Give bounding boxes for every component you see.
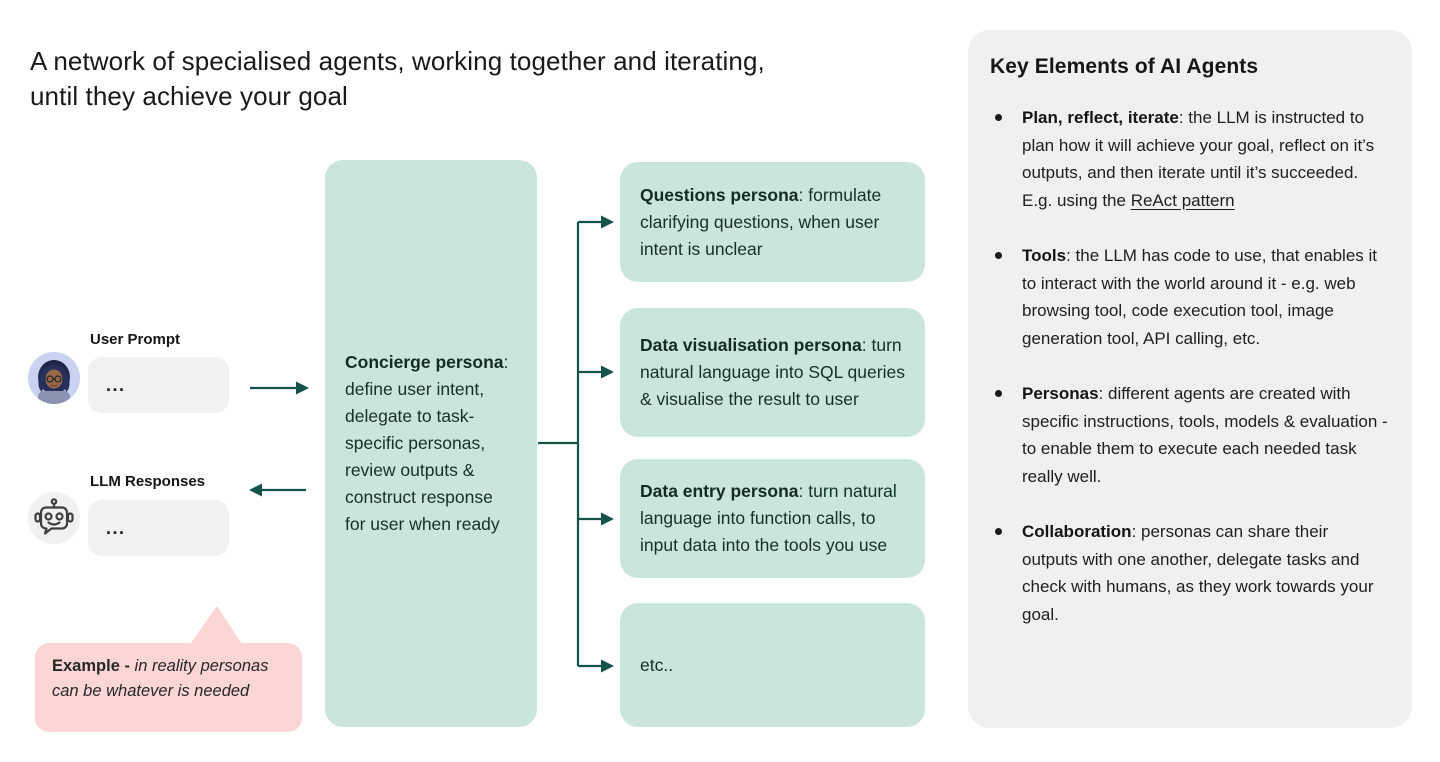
- user-prompt-label: User Prompt: [90, 331, 181, 348]
- llm-responses-ellipsis: ...: [106, 517, 126, 538]
- persona-text: etc..: [640, 654, 674, 675]
- robot-icon: [28, 492, 80, 544]
- react-pattern-link[interactable]: ReAct pattern: [1130, 190, 1235, 210]
- concierge-persona-title: Concierge persona:: [345, 352, 509, 372]
- user-prompt-ellipsis: ...: [106, 374, 126, 395]
- page-title: A network of specialised agents, working…: [30, 46, 765, 111]
- user-avatar-icon: [28, 352, 80, 404]
- bullet-plan-reflect-iterate: Plan, reflect, iterate: the LLM is instr…: [990, 104, 1388, 214]
- bullet-dot-icon: [995, 252, 1002, 259]
- user-prompt-box: ...: [88, 357, 229, 413]
- key-elements-panel: Key Elements of AI Agents Plan, reflect,…: [968, 30, 1412, 728]
- example-bubble-tail: [188, 606, 244, 647]
- concierge-persona-body: define user intent, delegate to task-spe…: [345, 379, 500, 534]
- concierge-persona-box: Concierge persona: define user intent, d…: [325, 160, 537, 727]
- bullet-collaboration: Collaboration: personas can share their …: [990, 518, 1388, 628]
- persona-text: Data visualisation persona: turn natural…: [640, 335, 905, 409]
- persona-text: Questions persona: formulate clarifying …: [640, 184, 882, 259]
- bullet-personas: Personas: different agents are created w…: [990, 380, 1388, 490]
- key-elements-list: Plan, reflect, iterate: the LLM is instr…: [990, 104, 1388, 628]
- example-note-bold: Example -: [52, 657, 135, 675]
- questions-persona-box: Questions persona: formulate clarifying …: [620, 162, 925, 282]
- bullet-tools: Tools: the LLM has code to use, that ena…: [990, 242, 1388, 352]
- data-visualisation-persona-box: Data visualisation persona: turn natural…: [620, 308, 925, 437]
- persona-text: Data entry persona: turn natural languag…: [640, 481, 897, 555]
- bullet-dot-icon: [995, 390, 1002, 397]
- etc-persona-box: etc..: [620, 603, 925, 727]
- bullet-dot-icon: [995, 114, 1002, 121]
- example-note-italic: in reality personas can be whatever is n…: [52, 657, 269, 700]
- bullet-dot-icon: [995, 528, 1002, 535]
- key-elements-heading: Key Elements of AI Agents: [990, 55, 1259, 78]
- llm-responses-label: LLM Responses: [90, 473, 206, 490]
- data-entry-persona-box: Data entry persona: turn natural languag…: [620, 459, 925, 578]
- llm-responses-box: ...: [88, 500, 229, 556]
- example-note-bubble: Example - in reality personas can be wha…: [35, 643, 302, 732]
